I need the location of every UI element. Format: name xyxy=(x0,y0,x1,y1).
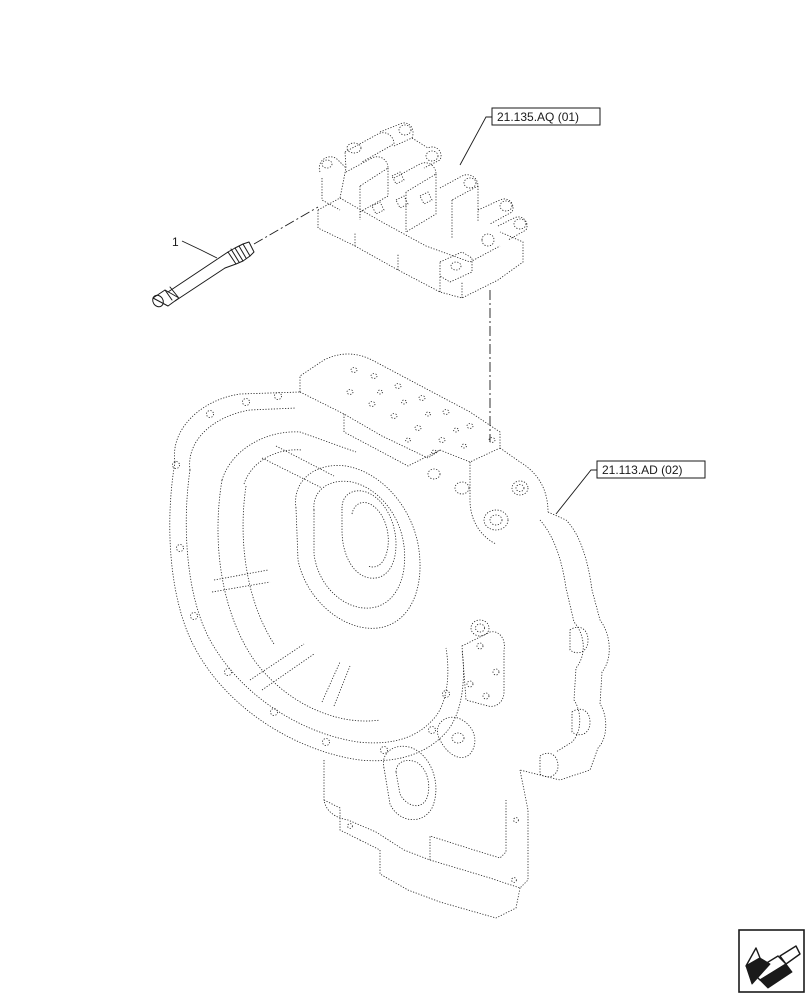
transmission-housing xyxy=(169,353,610,919)
control-valve-block xyxy=(317,122,528,299)
assembly-centerline xyxy=(253,206,319,245)
callout-item-1-label: 1 xyxy=(172,235,179,249)
callout-housing[interactable]: 21.113.AD (02) xyxy=(555,460,706,515)
callout-housing-box xyxy=(596,460,706,479)
callout-housing-label: 21.113.AD (02) xyxy=(602,463,683,477)
sensor-part-1 xyxy=(152,241,255,308)
callout-valve-block-box xyxy=(491,107,601,126)
callout-item-1[interactable]: 1 xyxy=(172,235,218,259)
callout-valve-block-label: 21.135.AQ (01) xyxy=(497,110,579,124)
next-page-arrow-icon[interactable] xyxy=(738,929,805,993)
callout-valve-block[interactable]: 21.135.AQ (01) xyxy=(459,107,601,166)
